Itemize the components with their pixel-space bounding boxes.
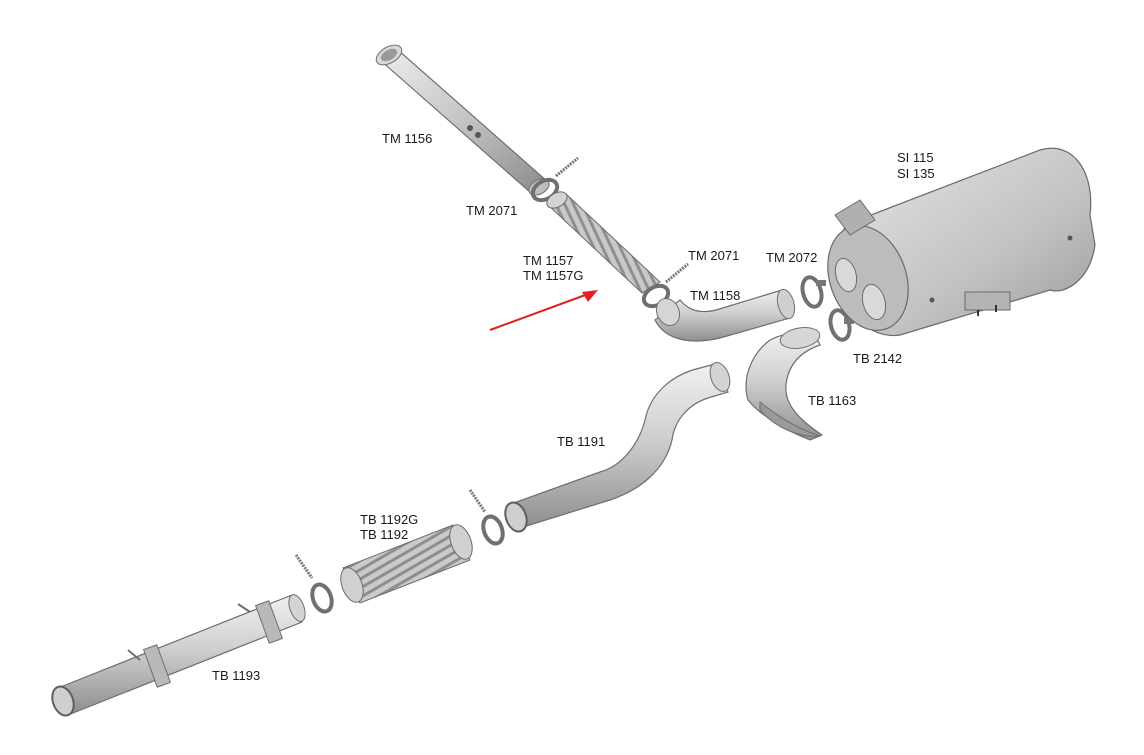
- si115-silencer: [827, 147, 1096, 337]
- tm1156-pipe: [375, 44, 550, 196]
- tb1191-s-pipe: [504, 362, 731, 533]
- label-tb2142: TB 2142: [853, 351, 902, 366]
- tb1193-clamp: [294, 554, 334, 614]
- tb1191-clamp: [468, 489, 505, 546]
- tm1158-elbow: [654, 288, 796, 342]
- tb2142-clamp: [828, 308, 854, 342]
- tb1163-tailpipe-tip: [745, 327, 824, 441]
- label-si115: SI 115: [897, 150, 934, 165]
- label-tm2071-b: TM 2071: [688, 248, 739, 263]
- label-tm2071-a: TM 2071: [466, 203, 517, 218]
- label-tb1193: TB 1193: [212, 668, 260, 683]
- label-tb1191: TB 1191: [557, 434, 605, 449]
- label-tb1192: TB 1192: [360, 527, 408, 542]
- label-tb1192g: TB 1192G: [360, 512, 418, 527]
- red-arrow-indicator: [489, 290, 598, 331]
- label-tm1156: TM 1156: [382, 131, 432, 146]
- tb1193-tail-pipe: [51, 594, 306, 717]
- label-tb1163: TB 1163: [808, 393, 856, 408]
- label-si135: SI 135: [897, 166, 935, 181]
- tm1157-flex-pipe: [546, 191, 661, 294]
- tm2072-clamp: [800, 275, 826, 309]
- tb1192-flex-pipe: [340, 524, 473, 604]
- label-tm2072: TM 2072: [766, 250, 817, 265]
- label-tm1158: TM 1158: [690, 288, 740, 303]
- label-tm1157: TM 1157: [523, 253, 573, 268]
- label-tm1157g: TM 1157G: [523, 268, 583, 283]
